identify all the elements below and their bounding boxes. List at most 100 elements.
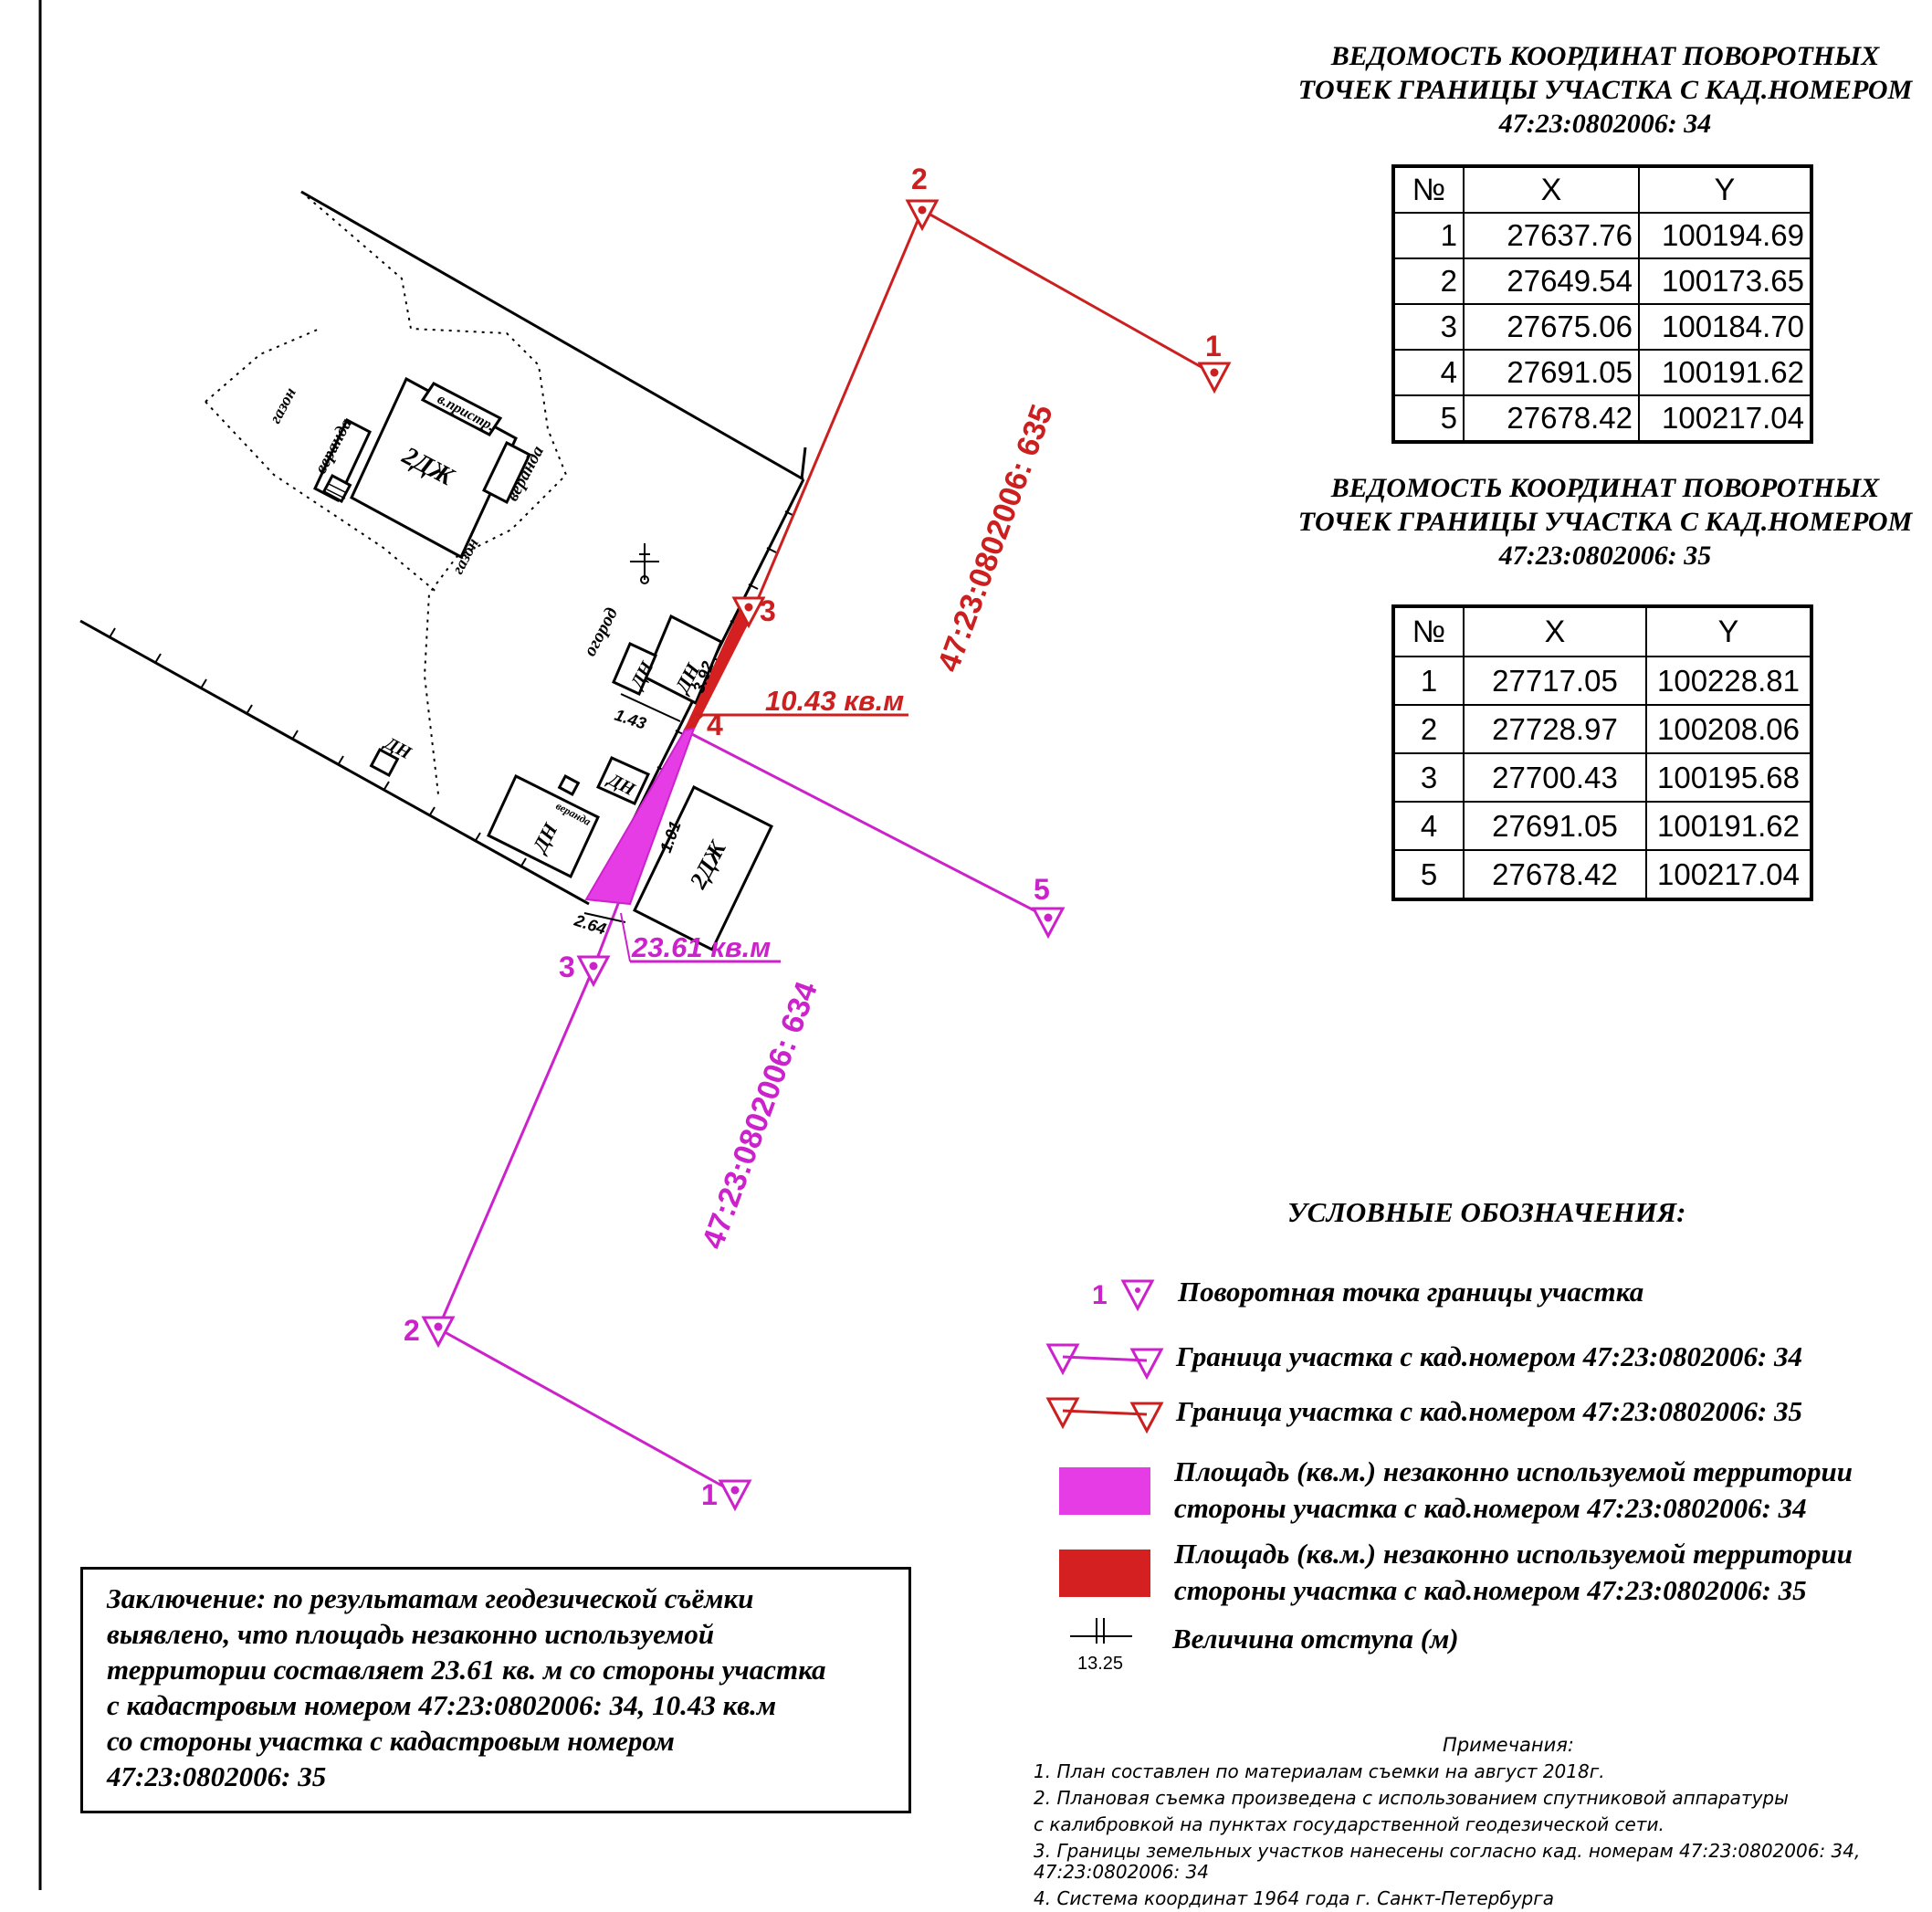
area-label-red: 10.43 кв.м: [765, 685, 904, 717]
dn-4: [595, 756, 651, 805]
cell-num: 1: [1392, 212, 1465, 259]
conclusion-line: территории составляет 23.61 кв. м со сто…: [107, 1654, 826, 1686]
dn-2: [612, 641, 657, 697]
cell-x: 27691.05: [1463, 801, 1647, 851]
dimension-lines: [583, 693, 681, 923]
dn-small: [369, 747, 400, 778]
cell-y: 100184.70: [1638, 303, 1812, 351]
legend-point-symbol: [1120, 1279, 1155, 1312]
cell-num: 2: [1392, 257, 1465, 305]
cell-num: 5: [1392, 849, 1465, 900]
conclusion-line: 47:23:0802006: 35: [107, 1760, 327, 1792]
cell-x: 27678.42: [1463, 849, 1647, 900]
cell-num: 5: [1392, 394, 1465, 443]
note-line: 4. Система координат 1964 года г. Санкт-…: [1034, 1887, 1554, 1909]
cell-x: 27675.06: [1463, 303, 1640, 351]
red-point-label-4: 4: [707, 709, 723, 741]
red-point-marker-3: [731, 596, 766, 629]
table1-title: ВЕДОМОСТЬ КООРДИНАТ ПОВОРОТНЫХ ТОЧЕК ГРА…: [1278, 39, 1932, 141]
notes-title: Примечания:: [1443, 1734, 1574, 1756]
cell-y: 100208.06: [1645, 704, 1812, 754]
legend-offset-value: 13.25: [1077, 1654, 1123, 1674]
dn-3: [487, 773, 600, 879]
red-point-markers: [731, 199, 1232, 629]
magenta-point-label-1: 1: [701, 1478, 718, 1511]
note-line: 47:23:0802006: 34: [1034, 1861, 1209, 1883]
table2-title-line1: ВЕДОМОСТЬ КООРДИНАТ ПОВОРОТНЫХ: [1330, 473, 1880, 503]
leader-magenta-tail: [620, 912, 631, 962]
parcel-label-635: 47:23:0802006: 635: [931, 400, 1060, 677]
legend-area-35-swatch: [1059, 1550, 1150, 1597]
red-point-label-1: 1: [1205, 330, 1222, 362]
cell-num: 3: [1392, 303, 1465, 351]
red-point-label-3: 3: [760, 594, 776, 627]
legend-offset-symbol: [1070, 1618, 1132, 1644]
conclusion-line: Заключение: по результатам геодезической…: [107, 1582, 754, 1614]
house-2dzh-2: [633, 784, 773, 952]
legend-title: УСЛОВНЫЕ ОБОЗНАЧЕНИЯ:: [1287, 1196, 1686, 1228]
magenta-point-marker-5: [1031, 907, 1066, 940]
magenta-point-marker-1: [718, 1479, 752, 1512]
table2-title-line3: 47:23:0802006: 35: [1498, 541, 1712, 571]
legend-boundary-35-text: Граница участка с кад.номером 47:23:0802…: [1176, 1395, 1803, 1427]
leader-red-tail: [690, 714, 704, 727]
col-num: №: [1392, 605, 1465, 657]
legend-point-text: Поворотная точка границы участка: [1178, 1276, 1644, 1308]
col-y: Y: [1638, 165, 1812, 214]
col-x: X: [1463, 165, 1640, 214]
well-icon: [630, 543, 659, 584]
porch-right-box: [482, 440, 531, 505]
conclusion-line: с кадастровым номером 47:23:0802006: 34,…: [107, 1689, 777, 1721]
cell-num: 4: [1392, 349, 1465, 396]
table1-title-line3: 47:23:0802006: 34: [1498, 109, 1712, 139]
dim-1-43: 1.43: [613, 706, 649, 733]
legend-offset-text: Величина отступа (м): [1172, 1623, 1459, 1655]
red-point-label-2: 2: [911, 163, 928, 195]
garden-label: огород: [580, 604, 622, 660]
annex-box: [420, 382, 503, 436]
cell-x: 27691.05: [1463, 349, 1640, 396]
table-header-row: № X Y: [1392, 165, 1812, 214]
house-2dzh: [313, 376, 531, 560]
magenta-point-label-3: 3: [559, 951, 575, 983]
cell-y: 100217.04: [1638, 394, 1812, 443]
area-magenta-fill: [584, 727, 696, 906]
cell-x: 27649.54: [1463, 257, 1640, 305]
cell-y: 100191.62: [1645, 801, 1812, 851]
legend-boundary-34-symbol: [1045, 1343, 1164, 1381]
veranda-small-box: [557, 774, 581, 796]
conclusion-line: со стороны участка с кадастровым номером: [107, 1725, 675, 1757]
cell-y: 100195.68: [1645, 752, 1812, 803]
col-num: №: [1392, 165, 1465, 214]
col-x: X: [1463, 605, 1647, 657]
legend-area-34-text: Площадь (кв.м.) незаконно используемой т…: [1174, 1454, 1853, 1527]
cell-x: 27678.42: [1463, 394, 1640, 443]
cell-x: 27637.76: [1463, 212, 1640, 259]
magenta-point-label-2: 2: [404, 1314, 420, 1347]
magenta-point-marker-2: [421, 1316, 456, 1349]
cell-y: 100173.65: [1638, 257, 1812, 305]
legend-boundary-34-text: Граница участка с кад.номером 47:23:0802…: [1176, 1340, 1803, 1372]
table-header-row: № X Y: [1392, 605, 1812, 657]
legend-area-34-line2: стороны участка с кад.номером 47:23:0802…: [1174, 1492, 1807, 1524]
legend-point-number: 1: [1092, 1280, 1108, 1310]
notes-block: Примечания: 1. План составлен по материа…: [1034, 1732, 1928, 1912]
magenta-point-label-5: 5: [1034, 873, 1050, 906]
magenta-point-marker-3: [576, 955, 611, 988]
table1-title-line1: ВЕДОМОСТЬ КООРДИНАТ ПОВОРОТНЫХ: [1330, 41, 1880, 71]
conclusion-box: Заключение: по результатам геодезической…: [80, 1567, 911, 1813]
cell-x: 27728.97: [1463, 704, 1647, 754]
legend-boundary-35-symbol: [1045, 1397, 1164, 1434]
lawn-outlines: [205, 191, 568, 795]
cell-num: 4: [1392, 801, 1465, 851]
